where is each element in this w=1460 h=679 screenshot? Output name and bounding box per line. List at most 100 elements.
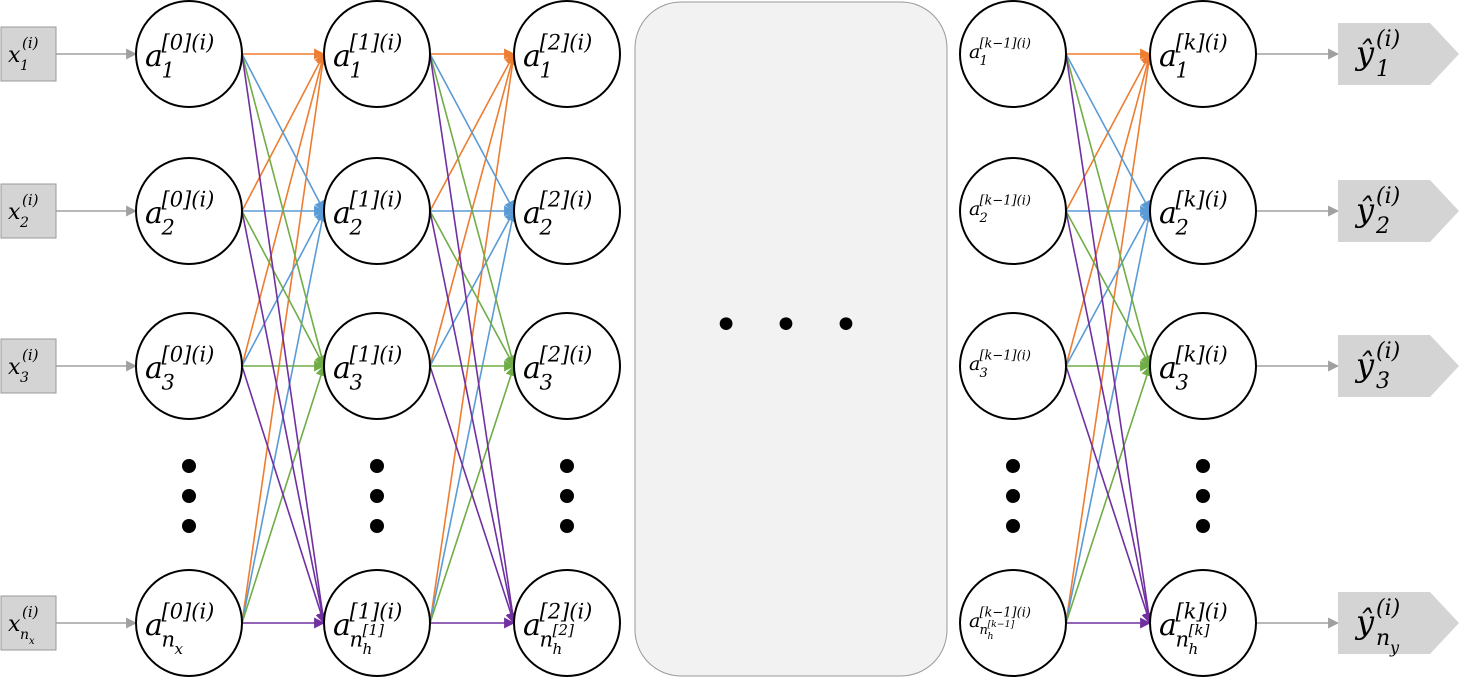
hidden-layers-ellipsis: • • • <box>713 300 869 351</box>
node-label-layer-k-minus-1-2-base: a <box>969 198 980 220</box>
vertical-ellipses <box>182 459 1210 533</box>
edge-layer-1-n2-to-layer-2-n4 <box>429 210 518 625</box>
node-label-layer-k-2-base: a <box>1159 196 1177 231</box>
node-label-layer-2-1-sup: [2](i) <box>540 31 593 55</box>
node-label-layer-k-minus-1-1: a[k−1](i)1 <box>969 37 1031 70</box>
node-label-layer-k-2-sup: [k](i) <box>1176 188 1228 212</box>
node-label-layer-0-4-sup: [0](i) <box>162 600 215 624</box>
input-box-4 <box>0 595 57 651</box>
svg-text:n: n <box>20 627 29 643</box>
node-label-layer-0-2-base: a <box>145 196 163 231</box>
output-box-2 <box>1338 180 1459 242</box>
node-label-layer-k-4-subsup: [k] <box>1189 621 1210 639</box>
node-layer-2-2 <box>513 157 621 265</box>
node-label-layer-k-4-sup: [k](i) <box>1176 600 1228 624</box>
node-label-layer-k-4-base: a <box>1159 608 1177 643</box>
node-label-layer-k-minus-1-4-subsub: h <box>988 631 994 642</box>
node-label-layer-2-1: a[2](i)1 <box>523 31 592 83</box>
input-label-1: x(i)1 <box>8 34 39 74</box>
node-layer-k-minus-1-4 <box>959 569 1067 677</box>
edge-layer-k-minus-1-n1-to-layer-k-n4 <box>1065 53 1154 625</box>
output-box-4 <box>1338 592 1459 654</box>
node-layer-2-4 <box>513 569 621 677</box>
node-label-layer-0-2: a[0](i)2 <box>145 188 214 240</box>
io-arrow-lines <box>56 48 1340 629</box>
output-label-3: ŷ(i)3 <box>1354 339 1400 394</box>
edge-layer-k-minus-1-n2-to-layer-k-n4 <box>1065 210 1154 625</box>
svg-text:x: x <box>8 200 21 225</box>
node-label-layer-1-3-sub: 3 <box>350 370 363 394</box>
output-label-2: ŷ(i)2 <box>1354 184 1400 239</box>
node-layer-k-1 <box>1149 0 1257 108</box>
node-label-layer-k-minus-1-3: a[k−1](i)3 <box>969 349 1031 382</box>
vertical-dot-layer-k-minus-1-3 <box>1006 519 1020 533</box>
node-label-layer-2-3-sup: [2](i) <box>540 343 593 367</box>
node-label-layer-k-minus-1-3-sup: [k−1](i) <box>979 349 1030 364</box>
edge-layer-k-minus-1-n1-to-layer-k-n2 <box>1065 53 1151 212</box>
vertical-dot-layer-k-minus-1-2 <box>1006 489 1020 503</box>
node-label-layer-1-3: a[1](i)3 <box>333 343 402 395</box>
svg-text:(i): (i) <box>22 191 39 209</box>
node-label-layer-k-minus-1-3-sub: 3 <box>979 366 987 381</box>
input-box-1 <box>0 26 57 82</box>
svg-text:3: 3 <box>1376 369 1390 394</box>
edge-layer-0-n2-to-layer-1-n3 <box>241 210 325 367</box>
svg-text:ŷ: ŷ <box>1354 603 1375 641</box>
node-label-layer-k-1-sup: [k](i) <box>1176 31 1228 55</box>
node-label-layer-k-1: a[k](i) 1 <box>1159 31 1228 83</box>
node-label-layer-2-4-sub: n <box>540 627 554 651</box>
node-label-layer-k-3: a[k](i)3 <box>1159 343 1228 395</box>
node-layer-0-4 <box>135 569 243 677</box>
input-box-3 <box>0 338 57 394</box>
vertical-dot-layer-0-1 <box>182 459 196 473</box>
node-label-layer-2-3-base: a <box>523 351 541 386</box>
node-layer-0-2 <box>135 157 243 265</box>
node-label-layer-1-2-sup: [1](i) <box>350 188 403 212</box>
node-label-layer-2-2: a[2](i)2 <box>523 188 592 240</box>
node-layer-k-4 <box>1149 569 1257 677</box>
node-label-layer-1-1: a[1](i)1 <box>333 31 402 83</box>
node-label-layer-2-2-sup: [2](i) <box>540 188 593 212</box>
vertical-dot-layer-2-2 <box>560 489 574 503</box>
vertical-dot-layer-2-1 <box>560 459 574 473</box>
svg-text:(i): (i) <box>1376 339 1400 364</box>
node-label-layer-k-3-sub: 3 <box>1176 370 1189 394</box>
svg-text:x: x <box>29 636 35 647</box>
node-label-layer-2-1-sub: 1 <box>540 58 553 82</box>
hidden-layers-gap-box <box>634 1 948 677</box>
node-layer-k-2 <box>1149 157 1257 265</box>
edge-layer-1-n1-to-layer-2-n2 <box>429 53 515 212</box>
node-label-layer-1-3-sup: [1](i) <box>350 343 403 367</box>
node-label-layer-1-4-sub: n <box>350 627 364 651</box>
node-label-layer-k-2-sub: 2 <box>1175 215 1189 239</box>
vertical-dot-layer-0-2 <box>182 489 196 503</box>
node-label-layer-k-minus-1-4-sub: n <box>979 623 987 638</box>
svg-text:(i): (i) <box>22 346 39 364</box>
node-label-layer-2-3: a[2](i)3 <box>523 343 592 395</box>
output-label-1: ŷ(i)1 <box>1354 27 1400 82</box>
node-label-layer-k-minus-1-4-subsup: [k−1] <box>988 619 1015 630</box>
input-box-2 <box>0 183 57 239</box>
node-label-layer-k-4-sub: n <box>1176 627 1190 651</box>
svg-text:1: 1 <box>20 58 29 74</box>
vertical-dot-layer-1-2 <box>370 489 384 503</box>
node-label-layer-2-2-sub: 2 <box>539 215 553 239</box>
vertical-dot-layer-k-3 <box>1196 519 1210 533</box>
svg-text:ŷ: ŷ <box>1354 34 1375 72</box>
node-layer-0-3 <box>135 312 243 420</box>
node-label-layer-k-minus-1-1-sup: [k−1](i) <box>979 37 1030 52</box>
edge-layer-k-minus-1-n2-to-layer-k-n3 <box>1065 210 1151 367</box>
node-label-layer-k-1-sub: 1 <box>1176 58 1189 82</box>
node-label-layer-k-1-base: a <box>1159 39 1177 74</box>
connection-edges <box>241 48 1154 629</box>
edge-layer-0-n3-to-layer-1-n4 <box>241 365 327 625</box>
svg-text:(i): (i) <box>22 603 39 621</box>
node-label-layer-k-minus-1-2-sub: 2 <box>978 211 987 226</box>
